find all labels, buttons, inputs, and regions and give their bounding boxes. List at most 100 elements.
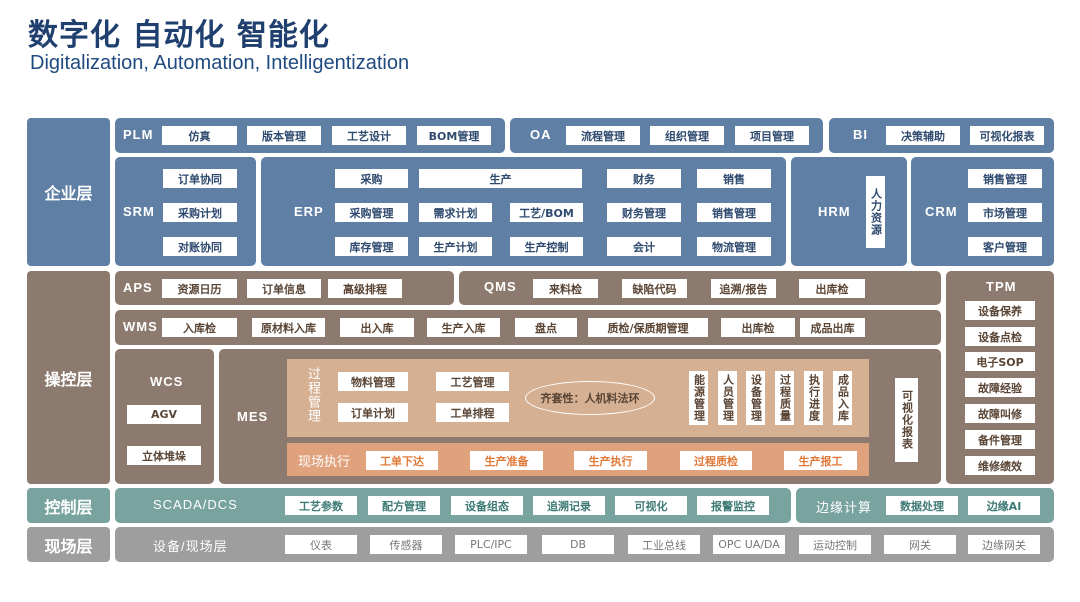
layer-control: 控制层 [27,488,110,523]
srm-item: 订单协同 [163,169,237,188]
erp-item: 采购 [335,169,408,188]
tpm-item: 电子SOP [965,352,1035,371]
site-title: 现场执行 [298,455,351,470]
kitting-ellipse: 齐套性：人机料法环 [525,381,655,415]
qms-item: 缺陷代码 [622,279,687,298]
oa-panel: OA 流程管理 组织管理 项目管理 [510,118,823,153]
erp-item: 物流管理 [697,237,771,256]
plm-item: 工艺设计 [332,126,406,145]
erp-item: 工艺/BOM [510,203,583,222]
layer-operation: 操控层 [27,271,110,484]
wcs-item: 立体堆垛 [127,446,201,465]
aps-item: 订单信息 [247,279,321,298]
tpm-item: 设备点检 [965,327,1035,346]
field-label: 设备/现场层 [153,539,228,554]
wms-item: 成品出库 [800,318,865,337]
site-item: 过程质检 [680,451,752,470]
field-item: 运动控制 [799,535,871,554]
page-subtitle: Digitalization, Automation, Intelligenti… [30,52,410,74]
process-vertical-item: 人员管理 [718,371,737,425]
tpm-label: TPM [986,279,1017,294]
srm-panel: SRM 订单协同 采购计划 对账协同 [115,157,256,266]
wcs-label: WCS [150,374,184,389]
field-item: PLC/IPC [455,535,527,554]
process-item: 订单计划 [338,403,408,422]
process-vertical-item: 成品入库 [833,371,852,425]
erp-item: 采购管理 [335,203,408,222]
process-vertical-item: 执行进度 [804,371,823,425]
plm-label: PLM [123,127,154,142]
crm-panel: CRM 销售管理 市场管理 客户管理 [911,157,1054,266]
erp-item: 会计 [607,237,681,256]
scada-panel: SCADA/DCS 工艺参数 配方管理 设备组态 追溯记录 可视化 报警监控 [115,488,791,523]
scada-item: 配方管理 [368,496,440,515]
srm-label: SRM [123,204,155,219]
process-vertical-item: 过程质量 [775,371,794,425]
tpm-item: 设备保养 [965,301,1035,320]
aps-panel: APS 资源日历 订单信息 高级排程 [115,271,454,305]
oa-item: 项目管理 [735,126,809,145]
erp-item: 生产控制 [510,237,583,256]
erp-item: 销售管理 [697,203,771,222]
erp-item: 需求计划 [419,203,492,222]
erp-panel: ERP 采购 生产 财务 销售 采购管理 需求计划 工艺/BOM 财务管理 销售… [261,157,786,266]
hrm-panel: HRM 人力资源 [791,157,907,266]
wms-panel: WMS 入库检 原材料入库 出入库 生产入库 盘点 质检/保质期管理 出库检 成… [115,310,941,345]
scada-label: SCADA/DCS [153,497,238,512]
field-item: 仪表 [285,535,357,554]
bi-label: BI [853,127,868,142]
wms-item: 原材料入库 [252,318,325,337]
field-item: 边缘网关 [968,535,1040,554]
mes-label: MES [237,409,269,424]
qms-item: 追溯/报告 [711,279,776,298]
srm-item: 采购计划 [163,203,237,222]
qms-item: 出库检 [799,279,865,298]
crm-item: 客户管理 [968,237,1042,256]
tpm-panel: TPM 设备保养 设备点检 电子SOP 故障经验 故障叫修 备件管理 维修绩效 [946,271,1054,484]
srm-item: 对账协同 [163,237,237,256]
process-management-area: 过程管理 物料管理 订单计划 工艺管理 工单排程 齐套性：人机料法环 能源管理 … [287,359,869,437]
layer-enterprise: 企业层 [27,118,110,266]
aps-item: 资源日历 [162,279,237,298]
qms-label: QMS [484,279,517,294]
oa-item: 组织管理 [650,126,724,145]
page-title: 数字化 自动化 智能化 [28,18,330,53]
erp-item: 财务管理 [607,203,681,222]
tpm-item: 故障叫修 [965,404,1035,423]
field-item: 网关 [884,535,956,554]
aps-item: 高级排程 [328,279,402,298]
process-item: 工艺管理 [436,372,509,391]
scada-item: 工艺参数 [285,496,357,515]
field-item: 工业总线 [628,535,700,554]
crm-item: 市场管理 [968,203,1042,222]
wms-label: WMS [123,319,158,334]
oa-label: OA [530,127,552,142]
edge-panel: 边缘计算 数据处理 边缘AI [796,488,1054,523]
erp-item: 生产计划 [419,237,492,256]
process-item: 物料管理 [338,372,408,391]
field-panel: 设备/现场层 仪表 传感器 PLC/IPC DB 工业总线 OPC UA/DA … [115,527,1054,562]
bi-item: 可视化报表 [970,126,1044,145]
crm-label: CRM [925,204,958,219]
tpm-item: 维修绩效 [965,456,1035,475]
bi-panel: BI 决策辅助 可视化报表 [829,118,1054,153]
bi-item: 决策辅助 [886,126,960,145]
scada-item: 可视化 [615,496,687,515]
field-item: DB [542,535,614,554]
scada-item: 追溯记录 [533,496,605,515]
oa-item: 流程管理 [566,126,640,145]
qms-panel: QMS 来料检 缺陷代码 追溯/报告 出库检 [459,271,941,305]
plm-item: BOM管理 [417,126,491,145]
process-title: 过程管理 [305,367,320,423]
scada-item: 设备组态 [451,496,523,515]
scada-item: 报警监控 [697,496,769,515]
wcs-panel: WCS AGV 立体堆垛 [115,349,214,484]
edge-label: 边缘计算 [816,500,873,515]
site-item: 生产执行 [574,451,647,470]
wms-item: 生产入库 [427,318,500,337]
aps-label: APS [123,280,153,295]
erp-item: 销售 [697,169,771,188]
layer-field: 现场层 [27,527,110,562]
qms-item: 来料检 [533,279,598,298]
plm-panel: PLM 仿真 版本管理 工艺设计 BOM管理 [115,118,505,153]
